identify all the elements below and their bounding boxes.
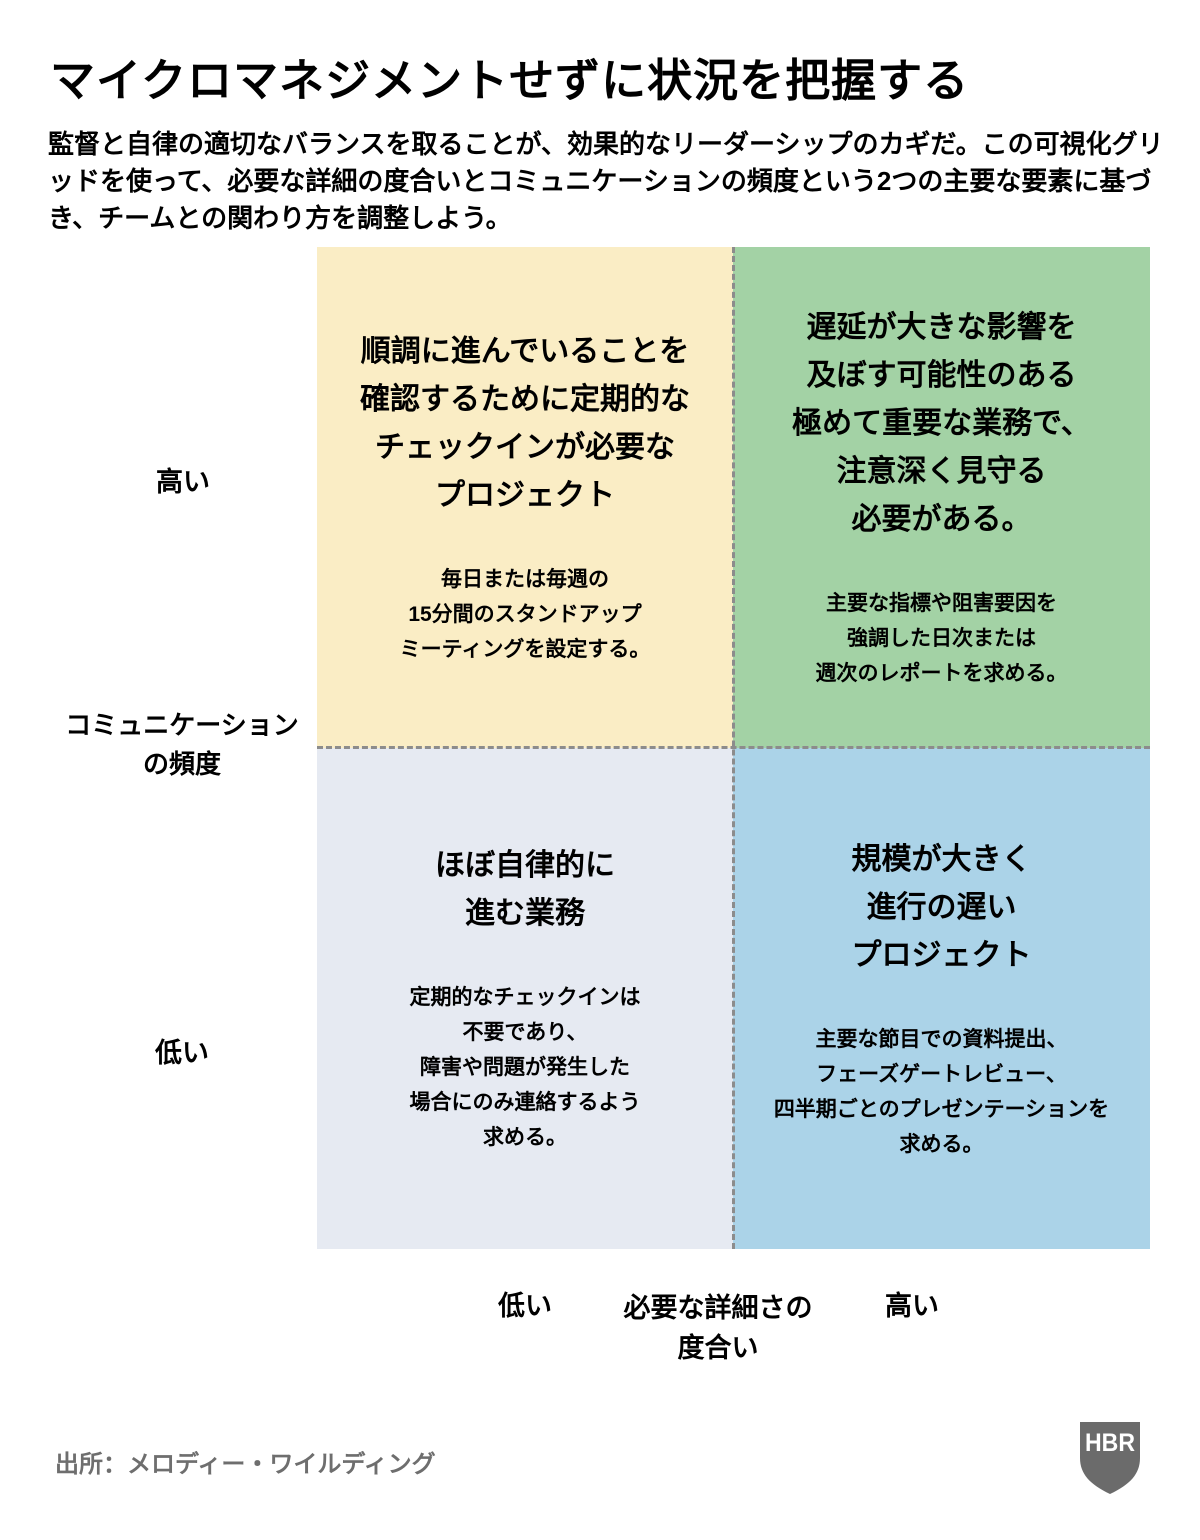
x-axis-title: 必要な詳細さの 度合い (623, 1293, 813, 1363)
hbr-shield-icon (1080, 1422, 1140, 1494)
hbr-logo-text: HBR (1085, 1429, 1135, 1457)
y-axis-high-label: 高い (156, 467, 210, 497)
quadrant-bottom-right: 規模が大きく 進行の遅い プロジェクト 主要な節目での資料提出、 フェーズゲート… (733, 748, 1150, 1249)
page-subtitle: 監督と自律の適切なバランスを取ることが、効果的なリーダーシップのカギだ。この可視… (48, 129, 1164, 233)
horizontal-dashed-divider (317, 746, 1150, 749)
y-axis-low-label: 低い (155, 1038, 209, 1068)
quadrant-bottom-right-note: 主要な節目での資料提出、 フェーズゲートレビュー、 四半期ごとのプレゼンテーショ… (773, 1027, 1110, 1156)
hbr-logo: HBR (1080, 1422, 1140, 1494)
quadrant-bottom-left: ほぼ自律的に 進む業務 定期的なチェックインは 不要であり、 障害や問題が発生し… (317, 748, 733, 1249)
x-axis-high-label: 高い (885, 1291, 939, 1321)
quadrant-top-right: 遅延が大きな影響を 及ぼす可能性のある 極めて重要な業務で、 注意深く見守る 必… (733, 247, 1150, 748)
quadrant-top-left: 順調に進んでいることを 確認するために定期的な チェックインが必要な プロジェク… (317, 247, 733, 748)
y-axis-title: コミュニケーション の頻度 (65, 710, 299, 779)
quadrant-grid: 順調に進んでいることを 確認するために定期的な チェックインが必要な プロジェク… (317, 247, 1150, 1249)
source-credit: 出所：メロディー・ワイルディング (55, 1451, 436, 1478)
quadrant-top-left-note: 毎日または毎週の 15分間のスタンドアップ ミーティングを設定する。 (399, 568, 651, 661)
x-axis-low-label: 低い (498, 1291, 552, 1321)
quadrant-bottom-right-heading: 規模が大きく 進行の遅い プロジェクト (851, 842, 1032, 972)
page-title: マイクロマネジメントせずに状況を把握する (50, 55, 970, 107)
quadrant-top-left-heading: 順調に進んでいることを 確認するために定期的な チェックインが必要な プロジェク… (360, 335, 690, 512)
quadrant-top-right-note: 主要な指標や阻害要因を 強調した日次または 週次のレポートを求める。 (815, 592, 1068, 685)
quadrant-top-right-heading: 遅延が大きな影響を 及ぼす可能性のある 極めて重要な業務で、 注意深く見守る 必… (792, 311, 1091, 536)
quadrant-bottom-left-heading: ほぼ自律的に 進む業務 (435, 849, 615, 930)
quadrant-bottom-left-note: 定期的なチェックインは 不要であり、 障害や問題が発生した 場合にのみ連絡するよ… (409, 986, 641, 1149)
